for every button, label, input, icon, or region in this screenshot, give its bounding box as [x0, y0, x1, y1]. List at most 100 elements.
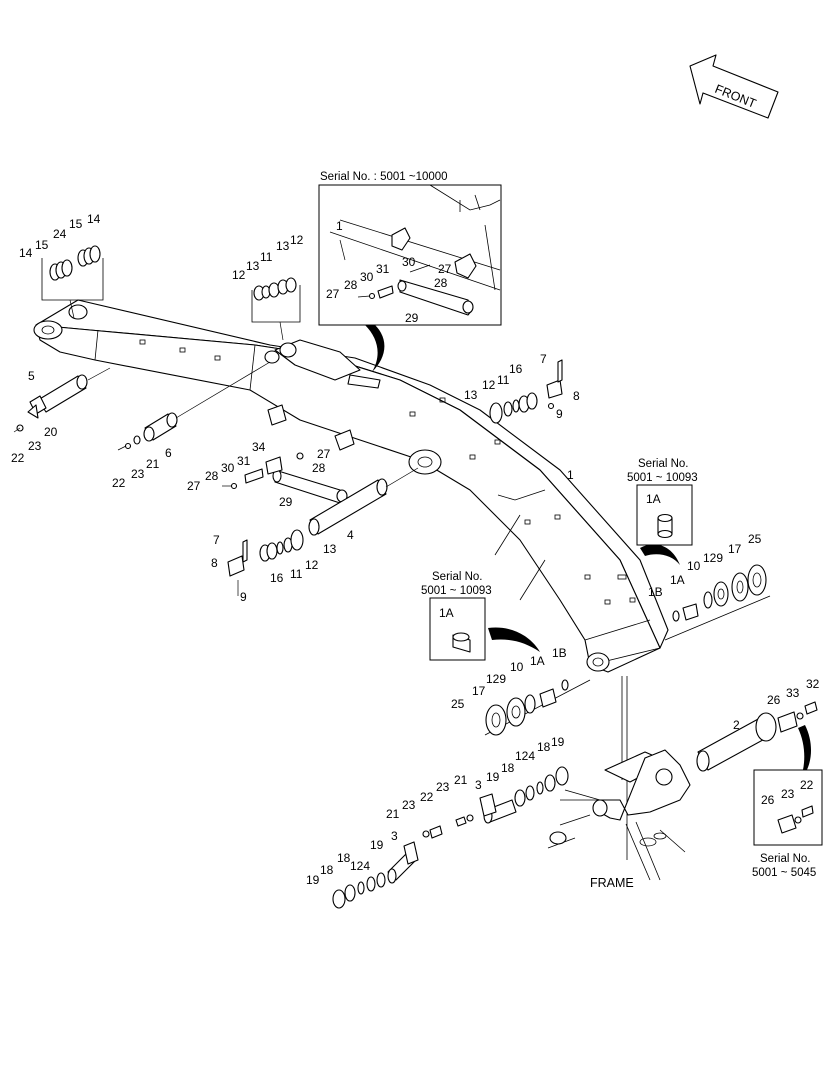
callout: 21 — [146, 457, 160, 471]
callout: 15 — [35, 238, 49, 252]
callout: 3 — [391, 829, 398, 843]
callout-labels: 14 15 24 15 14 12 13 11 13 12 1 28 30 31… — [11, 212, 820, 887]
callout: 23 — [436, 780, 450, 794]
callout: 13 — [276, 239, 290, 253]
callout: 13 — [323, 542, 337, 556]
callout: 22 — [112, 476, 126, 490]
callout: 31 — [237, 454, 251, 468]
callout: 23 — [402, 798, 416, 812]
callout: 19 — [306, 873, 320, 887]
callout: 7 — [213, 533, 220, 547]
callout: 18 — [501, 761, 515, 775]
pin-3-upper-assembly — [455, 766, 601, 827]
callout: 12 — [290, 233, 304, 247]
callout: 11 — [497, 373, 510, 387]
callout: 31 — [376, 262, 390, 276]
callout: 19 — [551, 735, 565, 749]
pin-29-assembly — [222, 404, 355, 504]
callout: 28 — [205, 469, 219, 483]
callout: 26 — [767, 693, 781, 707]
callout: 22 — [11, 451, 25, 465]
pin-4-assembly — [308, 467, 419, 536]
callout: 1A — [530, 654, 545, 668]
callout: 13 — [246, 259, 260, 273]
inset-bottom-right: Serial No. 5001 ~ 5045 — [752, 769, 823, 879]
callout: 34 — [252, 440, 266, 454]
callout: 14 — [19, 246, 33, 260]
callout: 19 — [370, 838, 384, 852]
callout: 13 — [464, 388, 478, 402]
washer-group-top-middle — [251, 277, 301, 341]
callout: 17 — [472, 684, 486, 698]
callout: 10 — [510, 660, 524, 674]
callout: 1A — [670, 573, 685, 587]
callout: 8 — [211, 556, 218, 570]
washer-group-top-left — [41, 245, 104, 319]
callout: 5 — [28, 369, 35, 383]
inset-connector-shapes — [365, 325, 812, 780]
svg-text:Serial No.: Serial No. — [638, 458, 689, 470]
callout: 28 — [312, 461, 326, 475]
frame-label: FRAME — [590, 876, 634, 890]
callout: 21 — [386, 807, 400, 821]
callout: 16 — [270, 571, 284, 585]
callout: 32 — [806, 677, 820, 691]
pin-6-assembly — [117, 361, 271, 451]
callout: 12 — [305, 558, 319, 572]
callout: 11 — [290, 567, 303, 581]
pin-3-lower-assembly — [332, 825, 443, 909]
callout: 27 — [187, 479, 201, 493]
callout: 124 — [515, 749, 535, 763]
callout: 29 — [279, 495, 293, 509]
callout: 18 — [337, 851, 351, 865]
callout: 15 — [69, 217, 83, 231]
callout: 25 — [451, 697, 465, 711]
callout: 33 — [786, 686, 800, 700]
callout: 12 — [482, 378, 496, 392]
callout: 28 — [344, 278, 358, 292]
callout: 129 — [703, 551, 723, 565]
callout: 30 — [402, 255, 416, 269]
inset-right-1a: Serial No. 5001 ~ 10093 1A — [627, 458, 698, 546]
callout: 10 — [687, 559, 701, 573]
callout: 27 — [438, 262, 452, 276]
svg-text:Serial No.: Serial No. — [432, 571, 483, 583]
svg-text:1A: 1A — [646, 492, 661, 506]
callout: 23 — [131, 467, 145, 481]
callout: 7 — [540, 352, 547, 366]
boom-body — [33, 299, 669, 673]
callout: 23 — [28, 439, 42, 453]
callout: 9 — [556, 407, 563, 421]
callout: 27 — [326, 287, 340, 301]
svg-text:1A: 1A — [439, 606, 454, 620]
svg-text:Serial No.: Serial No. — [760, 853, 811, 865]
callout: 20 — [44, 425, 58, 439]
svg-text:5001 ~ 5045: 5001 ~ 5045 — [752, 867, 816, 879]
svg-text:5001 ~ 10093: 5001 ~ 10093 — [627, 472, 698, 484]
callout: 29 — [405, 311, 419, 325]
callout: 22 — [420, 790, 434, 804]
callout: 30 — [360, 270, 374, 284]
callout: 17 — [728, 542, 742, 556]
callout: 14 — [87, 212, 101, 226]
callout: 18 — [320, 863, 334, 877]
callout: 129 — [486, 672, 506, 686]
callout: 19 — [486, 770, 500, 784]
washer-group-left-lower — [227, 529, 304, 596]
callout: 6 — [165, 446, 172, 460]
inset-top: Serial No. : 5001 ~10000 — [318, 171, 502, 326]
washer-group-right-upper — [489, 359, 563, 424]
callout: 1B — [648, 585, 663, 599]
front-arrow-icon: FRONT — [689, 54, 779, 119]
callout: 23 — [781, 787, 795, 801]
callout: 1 — [336, 219, 343, 233]
boom-pin-2-assembly — [696, 701, 818, 772]
callout: 25 — [748, 532, 762, 546]
callout: 11 — [260, 250, 273, 264]
callout: 24 — [53, 227, 67, 241]
inset-top-serial: Serial No. : 5001 ~10000 — [320, 171, 448, 183]
callout: 4 — [347, 528, 354, 542]
callout: 8 — [573, 389, 580, 403]
callout: 21 — [454, 773, 468, 787]
